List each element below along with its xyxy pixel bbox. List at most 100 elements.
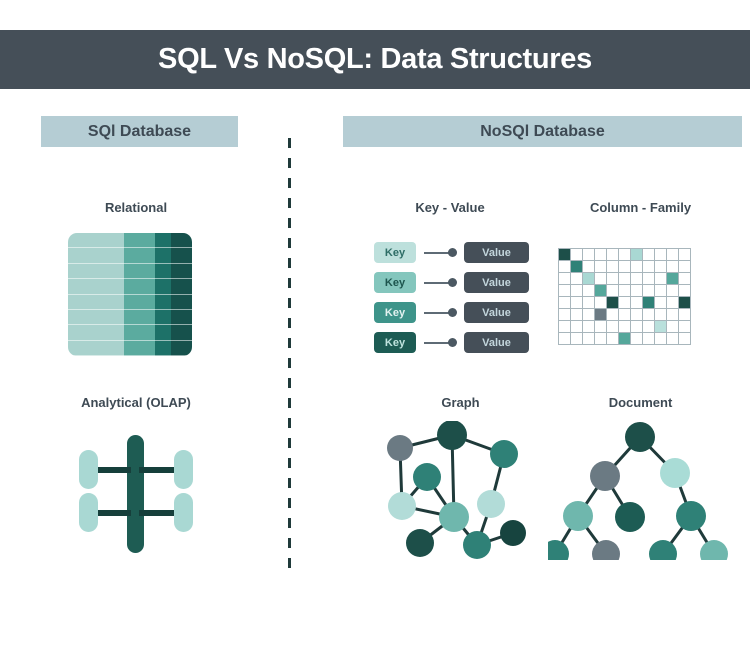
column-family-cell-empty [655, 297, 667, 309]
graph-node [413, 463, 441, 491]
column-family-cell-empty [607, 309, 619, 321]
column-family-cell-filled [583, 273, 595, 285]
column-family-cell-empty [619, 273, 631, 285]
column-family-cell-empty [571, 273, 583, 285]
column-family-cell-empty [679, 273, 691, 285]
key-chip: Key [374, 272, 416, 293]
column-family-cell-empty [559, 261, 571, 273]
panel-document-label: Document [608, 395, 673, 410]
column-family-grid [558, 248, 691, 345]
relational-column-3 [170, 233, 192, 356]
column-family-cell-empty [643, 321, 655, 333]
key-value-connector-dot [448, 338, 457, 347]
column-family-cell-empty [607, 273, 619, 285]
column-family-cell-empty [679, 285, 691, 297]
column-family-cell-empty [631, 333, 643, 345]
column-family-cell-empty [667, 309, 679, 321]
column-family-cell-empty [583, 285, 595, 297]
document-node [615, 502, 645, 532]
column-family-cell-empty [667, 333, 679, 345]
column-family-cell-empty [607, 333, 619, 345]
column-family-cell-empty [583, 321, 595, 333]
column-family-cell-empty [559, 285, 571, 297]
column-family-cell-empty [583, 249, 595, 261]
column-family-cell-filled [643, 297, 655, 309]
key-chip: Key [374, 302, 416, 323]
column-family-cell-empty [595, 273, 607, 285]
column-family-cell-filled [595, 285, 607, 297]
key-chip: Key [374, 242, 416, 263]
column-family-cell-empty [595, 249, 607, 261]
key-chip: Key [374, 332, 416, 353]
panel-column-family: Column - Family [548, 200, 733, 370]
panel-column-family-label: Column - Family [589, 200, 692, 215]
column-family-cell-empty [667, 321, 679, 333]
column-family-cell-filled [655, 321, 667, 333]
column-family-cell-filled [631, 249, 643, 261]
olap-pill-0-1 [174, 450, 193, 489]
column-family-cell-empty [559, 309, 571, 321]
olap-bar-0-0 [93, 467, 131, 473]
column-family-cell-empty [655, 285, 667, 297]
document-node [563, 501, 593, 531]
column-family-cell-empty [583, 333, 595, 345]
column-family-cell-filled [679, 297, 691, 309]
column-family-cell-empty [631, 321, 643, 333]
column-family-cell-empty [667, 261, 679, 273]
document-node [660, 458, 690, 488]
value-chip: Value [464, 332, 529, 353]
column-family-cell-empty [643, 261, 655, 273]
document-node [590, 461, 620, 491]
olap-bar-1-0 [93, 510, 131, 516]
column-family-cell-empty [667, 285, 679, 297]
column-family-cell-filled [619, 333, 631, 345]
column-family-cell-empty [571, 333, 583, 345]
column-family-cell-filled [595, 309, 607, 321]
olap-pill-1-1 [174, 493, 193, 532]
column-family-cell-empty [655, 309, 667, 321]
column-family-cell-empty [679, 249, 691, 261]
graph-node [463, 531, 491, 559]
olap-bar-0-1 [139, 467, 177, 473]
relational-table-diagram [68, 233, 192, 356]
graph-node [439, 502, 469, 532]
panel-relational: Relational [36, 200, 236, 370]
document-node [541, 540, 569, 568]
document-node [700, 540, 728, 568]
section-header-sql: SQl Database [41, 116, 238, 147]
section-header-nosql-label: NoSQl Database [480, 122, 605, 140]
column-family-cell-empty [643, 285, 655, 297]
column-family-cell-empty [679, 333, 691, 345]
column-family-cell-empty [607, 285, 619, 297]
key-value-connector-dot [448, 308, 457, 317]
olap-pill-0-0 [79, 450, 98, 489]
column-family-cell-empty [607, 261, 619, 273]
column-family-cell-empty [571, 321, 583, 333]
column-family-cell-empty [655, 249, 667, 261]
column-family-cell-empty [571, 297, 583, 309]
column-family-cell-empty [631, 297, 643, 309]
vertical-dashed-divider [288, 138, 291, 578]
value-chip: Value [464, 272, 529, 293]
graph-node [490, 440, 518, 468]
graph-node [387, 435, 413, 461]
column-family-cell-filled [607, 297, 619, 309]
column-family-cell-empty [631, 285, 643, 297]
key-value-connector-dot [448, 248, 457, 257]
key-value-connector-line [424, 252, 450, 254]
section-header-sql-label: SQl Database [87, 122, 192, 140]
column-family-cell-filled [571, 261, 583, 273]
column-family-cell-empty [571, 249, 583, 261]
key-value-connector-dot [448, 278, 457, 287]
column-family-cell-empty [679, 261, 691, 273]
column-family-cell-empty [607, 249, 619, 261]
value-chip: Value [464, 242, 529, 263]
column-family-cell-empty [583, 297, 595, 309]
column-family-cell-empty [655, 273, 667, 285]
column-family-cell-empty [595, 261, 607, 273]
document-tree-diagram [541, 421, 733, 568]
graph-node [406, 529, 434, 557]
